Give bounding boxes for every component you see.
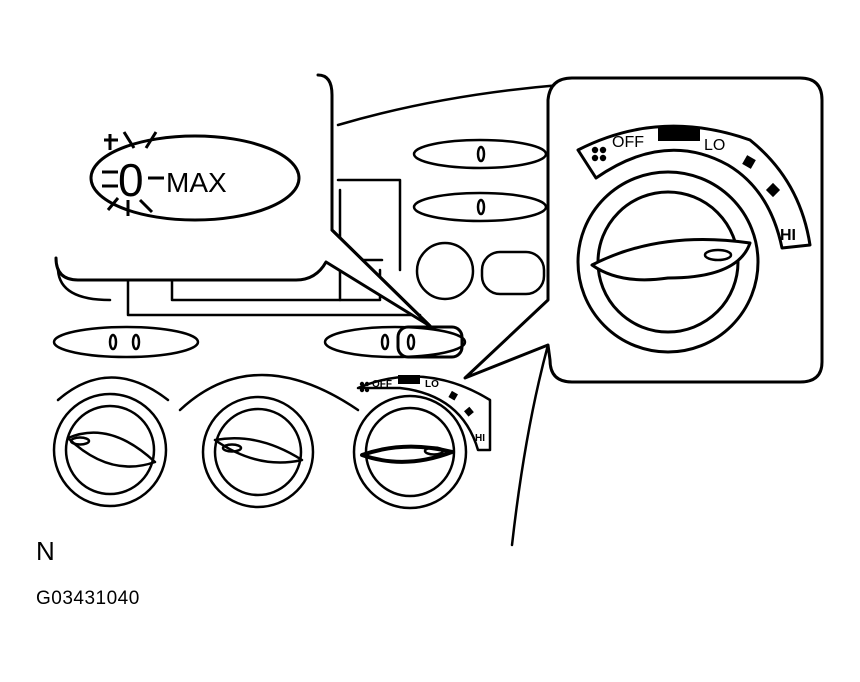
fan-lo-label: LO xyxy=(704,137,725,154)
fan-speed-bar-icon xyxy=(658,127,700,141)
small-lo-label: LO xyxy=(425,379,439,390)
small-fan-dial: OFF LO HI xyxy=(352,375,492,510)
fan-off-label: OFF xyxy=(612,134,644,151)
fan-dial-callout: OFF LO HI xyxy=(463,76,824,384)
small-hi-label: HI xyxy=(475,433,485,444)
fan-icon xyxy=(591,146,607,162)
fan-icon xyxy=(359,381,370,393)
center-dial xyxy=(178,373,360,509)
figure-id: G03431040 xyxy=(36,588,140,609)
fan-hi-label: HI xyxy=(780,227,796,244)
left-dial xyxy=(52,376,170,508)
small-off-label: OFF xyxy=(372,379,392,390)
display-digit: 0 xyxy=(118,154,144,206)
max-display-callout: 0 MAX xyxy=(54,73,432,328)
fan-speed-bar-icon xyxy=(398,375,420,384)
dashboard-panel xyxy=(52,83,562,547)
orientation-label: N xyxy=(36,536,55,566)
blink-rays-icon xyxy=(102,131,164,216)
display-max-label: MAX xyxy=(166,167,227,198)
